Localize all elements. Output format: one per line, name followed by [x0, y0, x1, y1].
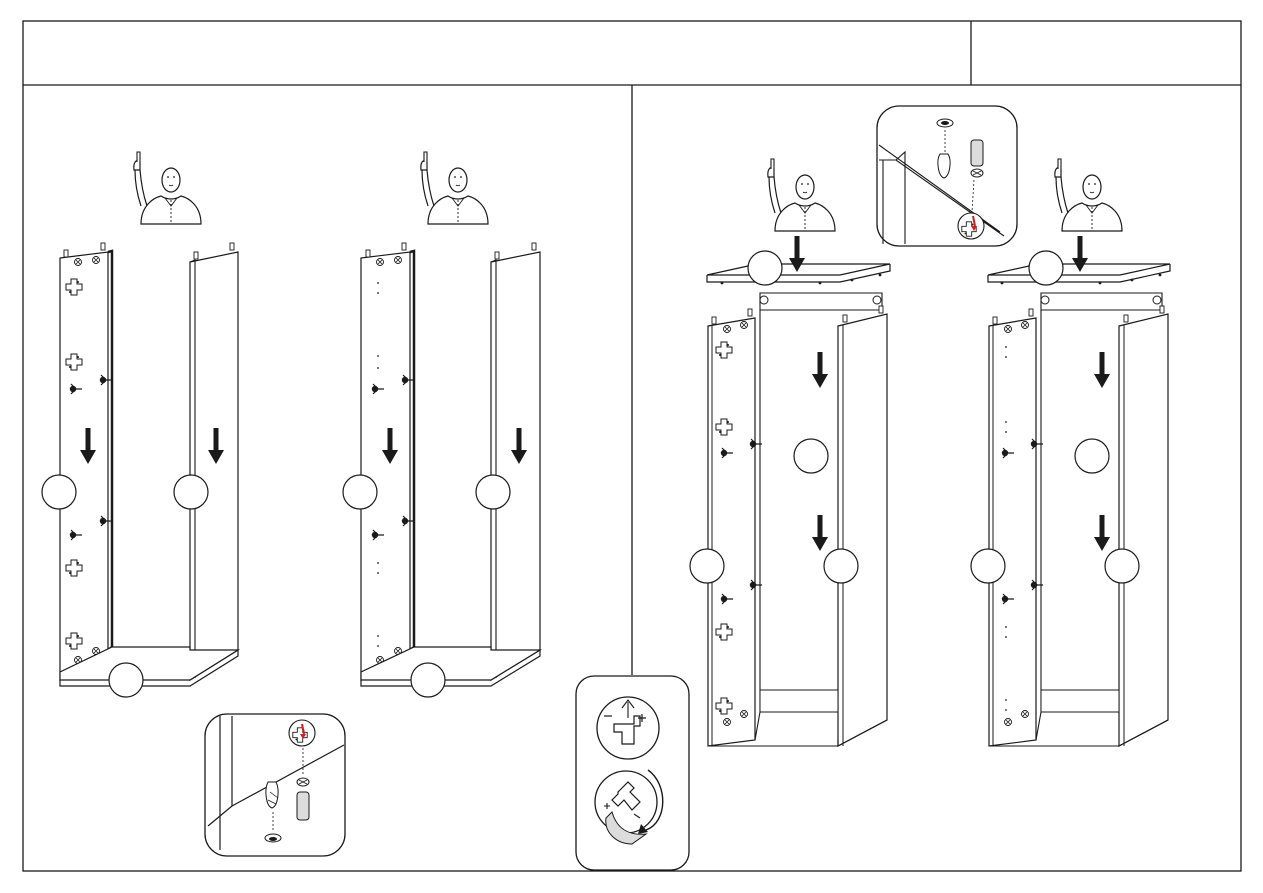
part-callout	[1029, 251, 1063, 285]
part-callout	[1075, 439, 1109, 473]
side-panel-right	[190, 243, 238, 680]
side-panel-right	[491, 243, 540, 680]
screwdriver-icon	[938, 154, 950, 178]
part-callout	[411, 663, 445, 697]
part-callout	[109, 663, 143, 697]
side-panel-left	[60, 243, 112, 680]
dowel-icon	[971, 140, 983, 177]
top-dowel-detail-inset	[877, 106, 1017, 246]
person-pointing-up-icon	[1055, 159, 1122, 231]
cam-lock-icon	[597, 697, 659, 759]
person-pointing-up-icon	[768, 159, 835, 231]
screwdriver-icon	[266, 782, 278, 808]
left-step-panel	[42, 152, 540, 856]
down-arrow-icon	[812, 352, 828, 388]
down-arrow-icon	[812, 515, 828, 551]
person-pointing-up-icon	[421, 152, 488, 224]
down-arrow-icon	[1094, 515, 1110, 551]
carcass-assembly	[989, 293, 1168, 746]
part-callout	[690, 549, 724, 583]
rotate-lock-inset	[576, 676, 689, 870]
part-callout	[971, 549, 1005, 583]
part-callout	[343, 475, 377, 509]
part-callout	[1105, 549, 1139, 583]
carcass-assembly	[708, 293, 887, 746]
part-callout	[824, 549, 858, 583]
part-callout	[748, 251, 782, 285]
part-callout	[794, 439, 828, 473]
person-pointing-up-icon	[134, 152, 201, 224]
side-panel-left	[361, 243, 414, 680]
dowel-detail-inset	[205, 714, 345, 856]
part-callout	[42, 475, 76, 509]
dowel-icon	[297, 778, 309, 820]
part-callout	[476, 475, 510, 509]
part-callout	[174, 475, 208, 509]
right-step-panel	[690, 106, 1170, 746]
down-arrow-icon	[1094, 352, 1110, 388]
